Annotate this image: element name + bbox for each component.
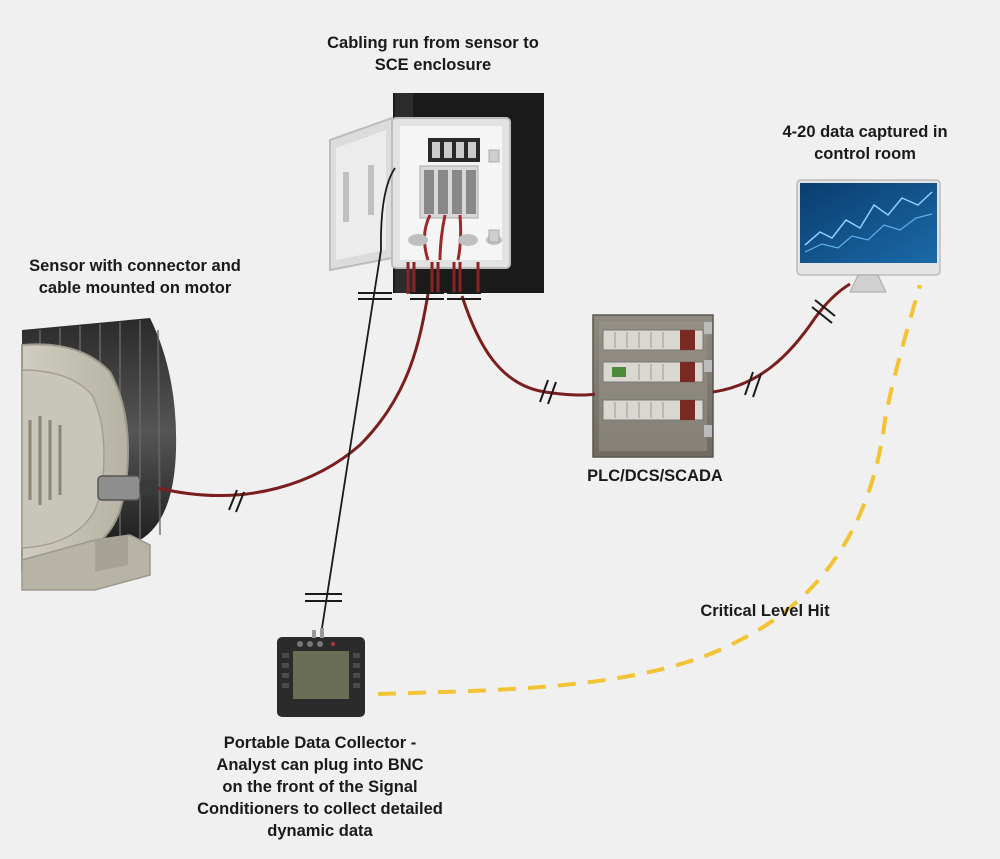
critical-alert-line xyxy=(377,284,922,696)
plc-label: PLC/DCS/SCADA xyxy=(570,465,740,487)
critical-level-label-line-1: Critical Level Hit xyxy=(700,602,830,620)
enclosure-cable-bundle xyxy=(406,262,480,294)
control-room-label-line-1: 4-20 data captured in xyxy=(782,123,948,141)
collector-label-line-4: Conditioners to collect detailed xyxy=(197,800,443,818)
plc-to-monitor-cable xyxy=(712,282,851,394)
plc-cabinet xyxy=(592,314,714,458)
enclosure-label-line-2: SCE enclosure xyxy=(374,56,492,74)
sensor-cable xyxy=(157,293,430,497)
sce-enclosure xyxy=(329,93,544,293)
enclosure-label-line-1: Cabling run from sensor to xyxy=(327,34,539,52)
collector-label-line-2: Analyst can plug into BNC xyxy=(216,756,424,774)
collector-label-line-3: on the front of the Signal xyxy=(222,778,418,796)
motor-label: Sensor with connector and cable mounted … xyxy=(10,255,260,299)
enclosure-label: Cabling run from sensor to SCE enclosure xyxy=(300,32,566,76)
control-room-monitor xyxy=(796,179,941,293)
collector-label-line-5: dynamic data xyxy=(267,822,373,840)
critical-level-label: Critical Level Hit xyxy=(680,600,850,622)
cable-break-marks xyxy=(228,292,836,602)
collector-label: Portable Data Collector - Analyst can pl… xyxy=(175,732,465,842)
motor xyxy=(21,318,177,591)
motor-label-line-1: Sensor with connector and xyxy=(29,257,241,275)
control-room-label-line-2: control room xyxy=(814,145,916,163)
collector-label-line-1: Portable Data Collector - xyxy=(223,734,417,752)
control-room-label: 4-20 data captured in control room xyxy=(760,121,970,165)
motor-label-line-2: cable mounted on motor xyxy=(38,279,232,297)
plc-label-line-1: PLC/DCS/SCADA xyxy=(587,467,723,485)
portable-data-collector xyxy=(277,628,365,717)
enclosure-to-plc-cable xyxy=(460,295,596,397)
bnc-cable xyxy=(321,167,396,629)
